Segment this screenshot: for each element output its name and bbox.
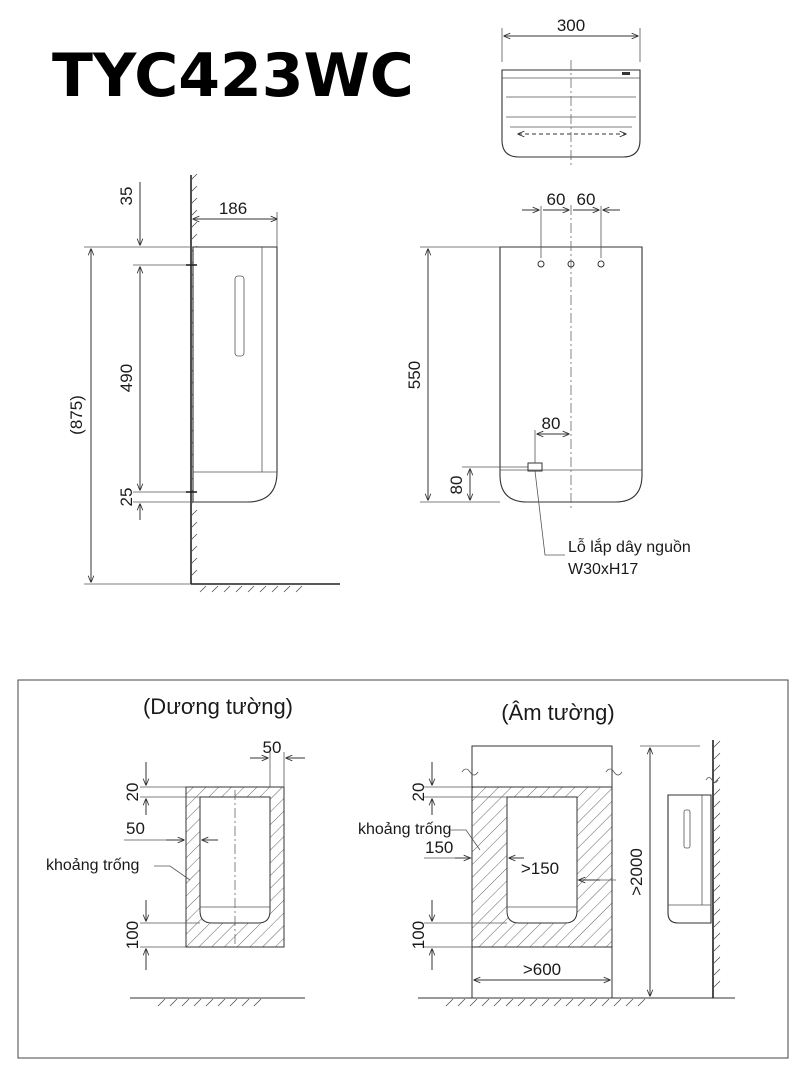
surface-side-clear-label: 50 [126, 819, 145, 838]
recessed-bottom-margin-label: 100 [409, 921, 428, 949]
hole-spacing-left-label: 60 [547, 190, 566, 209]
cable-offset-label: 80 [542, 414, 561, 433]
recessed-top-margin-label: 20 [409, 783, 428, 802]
recessed-title: (Âm tường) [501, 700, 615, 725]
surface-right-clear-label: 50 [263, 738, 282, 757]
side-total-height-label: (875) [67, 395, 86, 435]
surface-top-margin-label: 20 [123, 783, 142, 802]
top-width-label: 300 [557, 16, 585, 35]
recessed-install: (Âm tường) 20 100 khoảng trống 150 [358, 700, 735, 1007]
install-panel [17, 679, 789, 1059]
cable-label-line1: Lỗ lắp dây nguồn [568, 537, 691, 556]
front-view: 60 60 550 80 80 Lỗ lắp dây nguồn W30xH17 [405, 190, 691, 578]
side-upper-height-label: 490 [117, 364, 136, 392]
model-title: TYC423WC [52, 41, 414, 111]
recessed-inner-clear-label: >150 [521, 859, 559, 878]
surface-bottom-margin-label: 100 [123, 921, 142, 949]
recessed-min-height-label: >2000 [627, 848, 646, 896]
side-depth-label: 186 [219, 199, 247, 218]
recessed-clearance-label: khoảng trống [358, 821, 451, 838]
cable-label-line2: W30xH17 [568, 561, 638, 578]
front-height-label: 550 [405, 361, 424, 389]
cable-height-label: 80 [447, 476, 466, 495]
surface-title: (Dương tường) [143, 694, 293, 719]
surface-install: (Dương tường) 20 100 50 50 kho [46, 694, 305, 1007]
side-lower-gap-label: 25 [117, 488, 136, 507]
recessed-side-clear-label: 150 [425, 838, 453, 857]
hole-spacing-right-label: 60 [577, 190, 596, 209]
side-top-gap-label: 35 [117, 187, 136, 206]
side-view: 186 35 490 25 (875) [67, 173, 340, 593]
surface-clearance-label: khoảng trống [46, 857, 139, 874]
top-view: 300 [501, 16, 641, 165]
recessed-min-width-label: >600 [523, 960, 561, 979]
